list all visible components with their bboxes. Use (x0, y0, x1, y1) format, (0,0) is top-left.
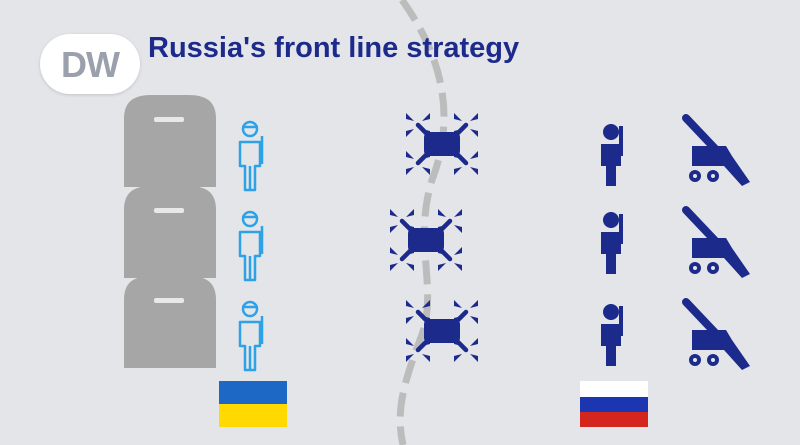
drone-icon (406, 300, 478, 362)
drone-icon (406, 113, 478, 175)
ukrainian-soldier-icon (238, 300, 264, 372)
ukrainian-soldier-icon (238, 210, 264, 282)
russian-soldier-icon (599, 210, 623, 276)
front-line (396, 0, 448, 445)
dw-logo: DW (40, 34, 140, 94)
page-title: Russia's front line strategy (148, 32, 520, 64)
logo-text: DW (61, 44, 120, 85)
russian-soldier-icon (599, 302, 623, 368)
bunker-icon (124, 276, 216, 368)
russia-flag (580, 381, 648, 427)
artillery-icon (686, 302, 750, 370)
ukraine-flag (219, 381, 287, 427)
bunker-icon (124, 186, 216, 278)
bunker-icon (124, 95, 216, 187)
artillery-icon (686, 118, 750, 186)
artillery-icon (686, 210, 750, 278)
ukrainian-soldier-icon (238, 120, 264, 192)
russian-soldier-icon (599, 122, 623, 188)
